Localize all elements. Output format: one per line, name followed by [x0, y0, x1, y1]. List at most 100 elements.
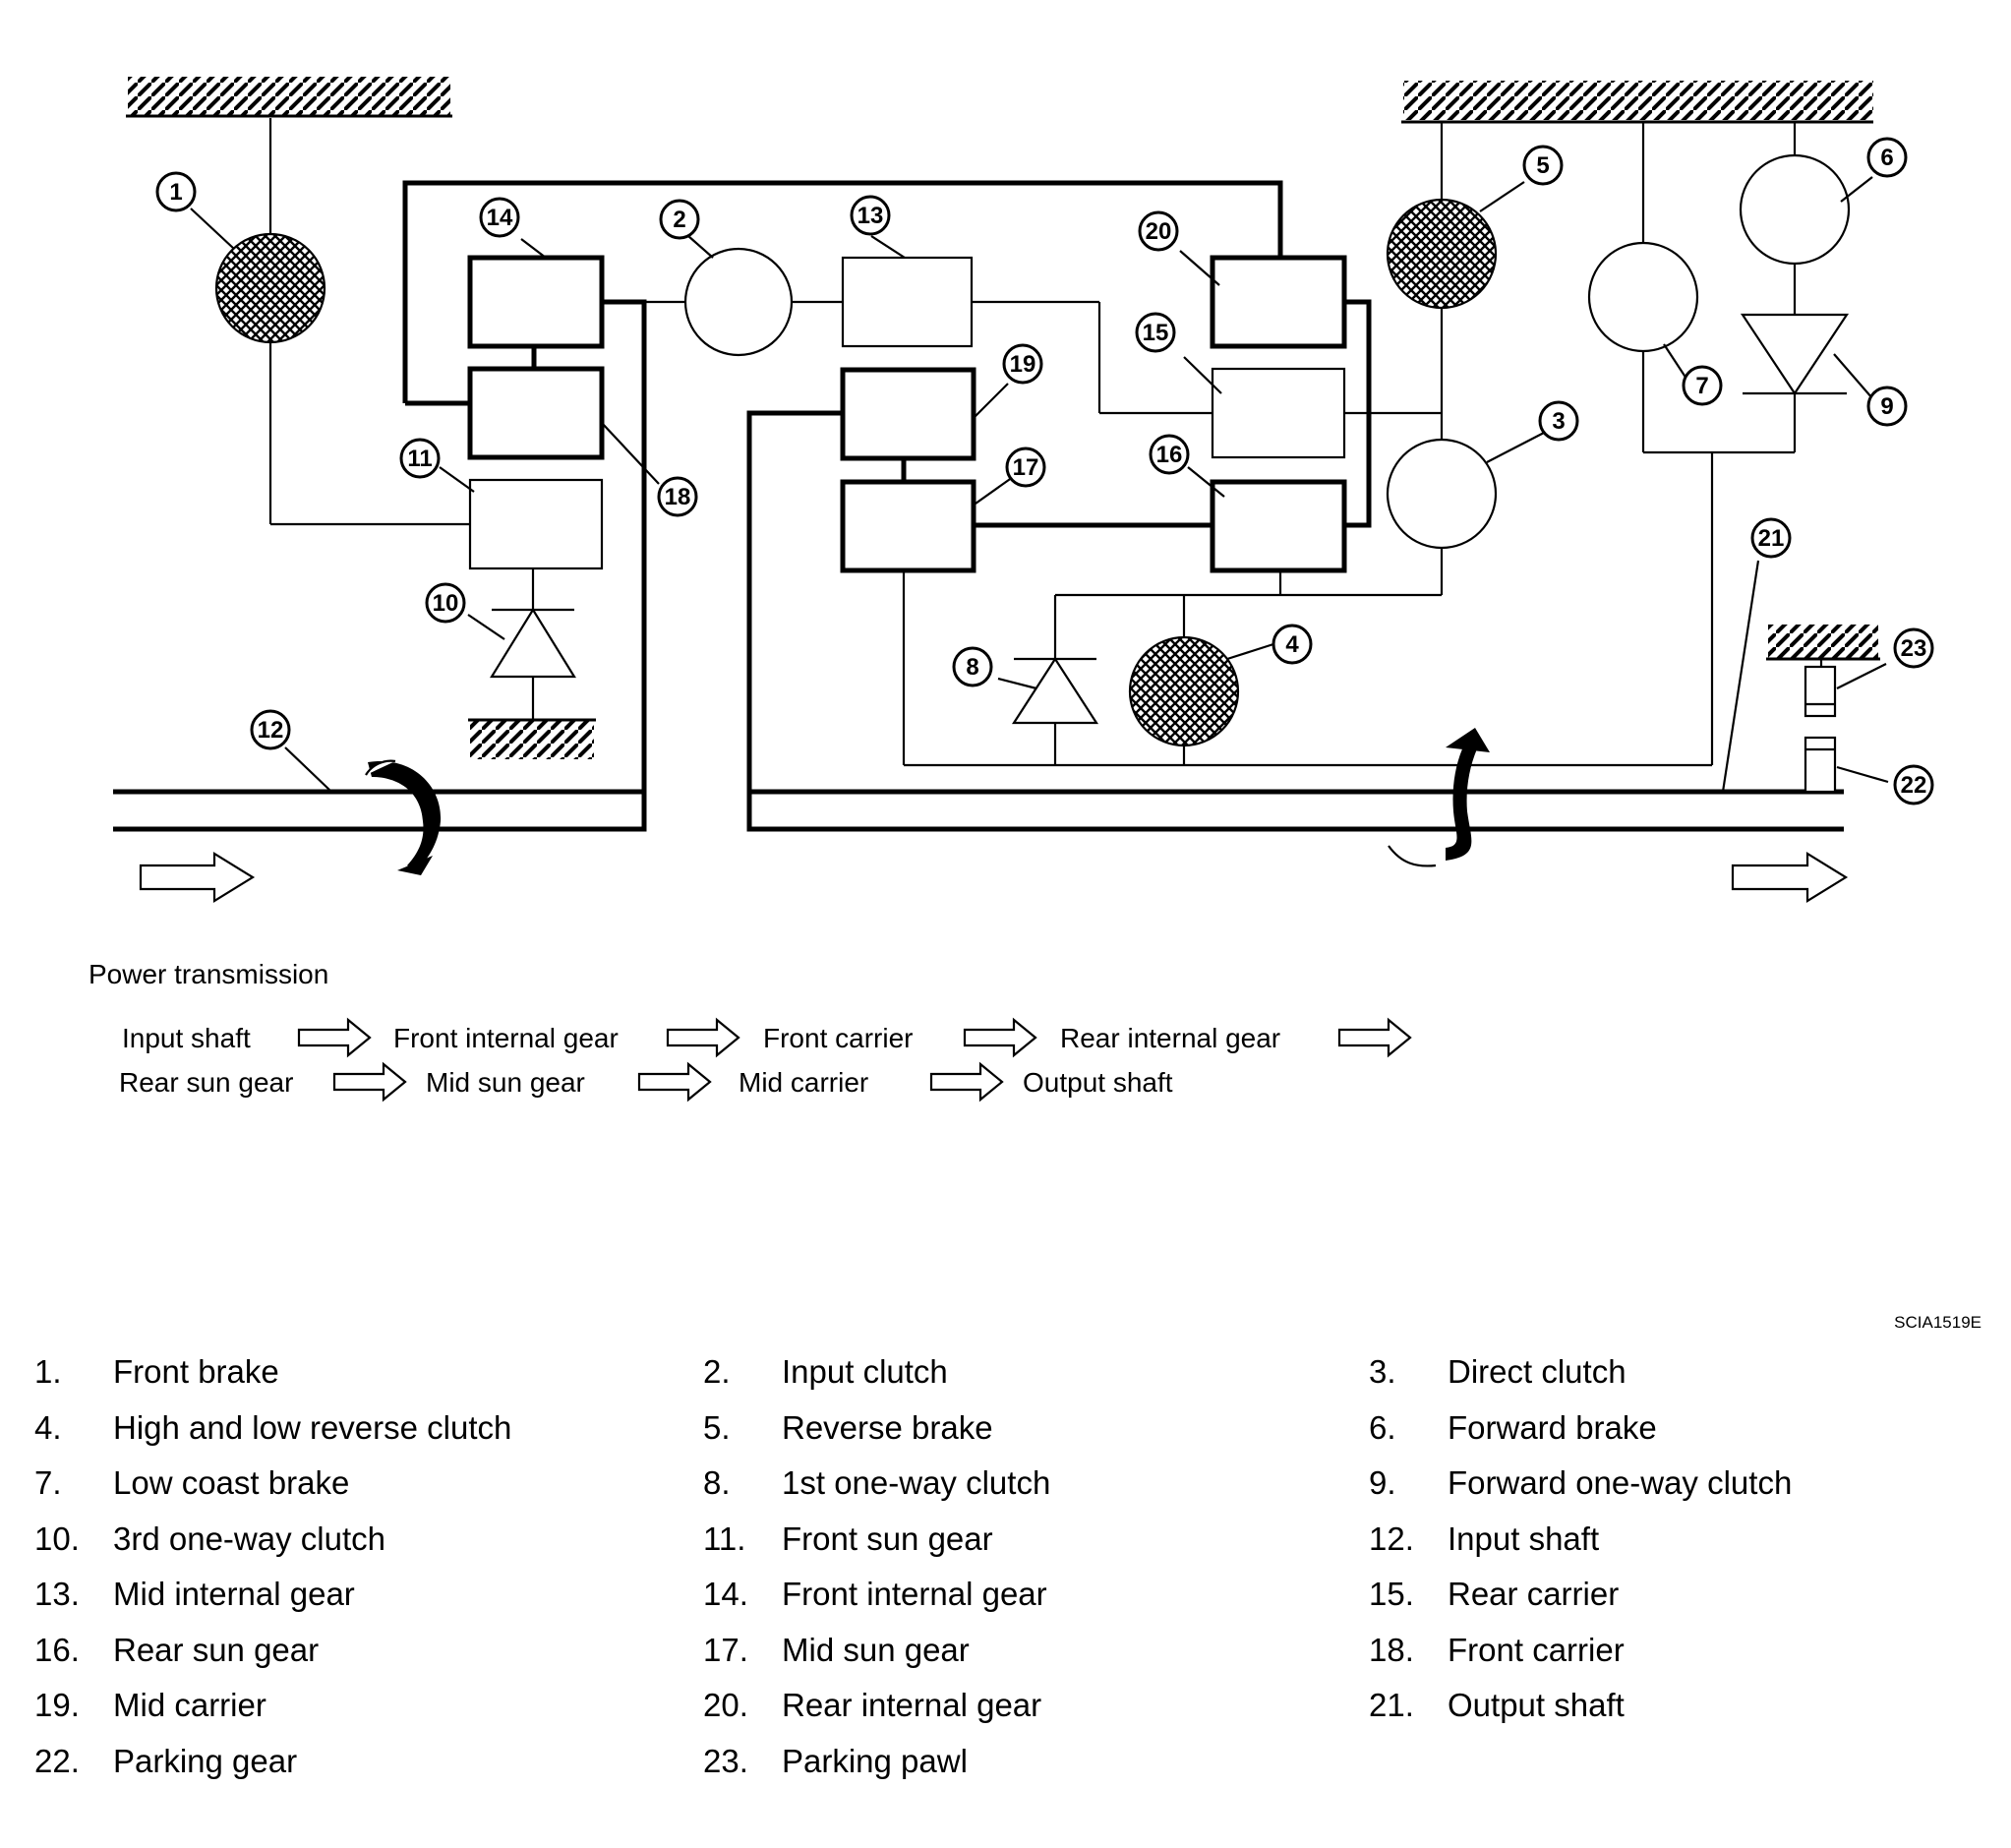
callout-number: 17 [1013, 454, 1039, 481]
callout-number: 21 [1758, 525, 1785, 552]
input-direction-arrow-icon [139, 852, 256, 903]
callout-11: 11 [399, 438, 441, 479]
legend-number: 9. [1369, 1464, 1396, 1501]
legend-item: 8. 1st one-way clutch [703, 1463, 1050, 1503]
legend-item: 15. Rear carrier [1369, 1575, 1619, 1614]
legend-item: 22.Parking gear [34, 1742, 297, 1781]
callout-2: 2 [659, 199, 700, 240]
flow-step: Input shaft [122, 1023, 251, 1053]
box-rear-internal-gear [1210, 255, 1347, 349]
3rd-one-way-clutch-symbol [490, 607, 576, 679]
legend-label: Forward brake [1448, 1408, 1657, 1446]
legend-item: 6. Forward brake [1369, 1408, 1657, 1448]
callout-number: 16 [1156, 442, 1183, 468]
legend-number: 6. [1369, 1408, 1396, 1446]
legend-number: 2. [703, 1353, 731, 1390]
legend-item: 11. Front sun gear [703, 1520, 993, 1559]
callout-18: 18 [657, 476, 698, 517]
ground-hatch-one-way [468, 718, 596, 759]
legend-label: Parking gear [113, 1742, 298, 1779]
low-coast-brake-symbol [1587, 241, 1699, 353]
legend-number: 16. [34, 1631, 80, 1668]
legend-label: Reverse brake [782, 1408, 993, 1446]
input-rotation-arrow-icon [365, 759, 442, 875]
callout-16: 16 [1149, 434, 1190, 475]
legend-number: 20. [703, 1687, 748, 1723]
box-mid-carrier [840, 367, 976, 461]
flow-step: Mid carrier [739, 1067, 868, 1098]
legend-number: 15. [1369, 1576, 1414, 1612]
legend-label: Direct clutch [1448, 1353, 1627, 1390]
legend-item: 3. Direct clutch [1369, 1352, 1627, 1392]
reverse-brake-symbol [1386, 198, 1498, 310]
flow-step: Rear internal gear [1060, 1023, 1280, 1053]
legend-label: Output shaft [1448, 1687, 1625, 1723]
direct-clutch-symbol [1386, 438, 1498, 550]
legend-label: Mid internal gear [113, 1576, 355, 1612]
callout-15: 15 [1135, 312, 1176, 353]
callout-leaders [190, 176, 1889, 791]
box-front-carrier [467, 366, 605, 460]
legend-item: 12. Input shaft [1369, 1520, 1599, 1559]
flow-arrow-icon [929, 1061, 1004, 1103]
legend-item: 7.Low coast brake [34, 1463, 349, 1503]
legend-item: 13. Mid internal gear [34, 1575, 355, 1614]
callout-20: 20 [1138, 210, 1179, 252]
legend-label: Front internal gear [782, 1576, 1047, 1612]
legend-number: 17. [703, 1631, 748, 1668]
flow-arrow-icon [666, 1017, 740, 1058]
legend-number: 11. [703, 1520, 746, 1557]
legend-number: 3. [1369, 1353, 1396, 1390]
callout-number: 2 [673, 207, 685, 233]
legend-number: 13. [34, 1576, 80, 1612]
legend-item: 9.Forward one-way clutch [1369, 1463, 1792, 1503]
callout-12: 12 [250, 709, 291, 750]
flow-step: Output shaft [1023, 1067, 1173, 1098]
ground-hatch-right [1401, 81, 1873, 124]
box-rear-carrier [1211, 367, 1346, 459]
callout-number: 18 [665, 484, 691, 510]
legend-number: 7. [34, 1464, 62, 1501]
legend-item: 2.Input clutch [703, 1352, 948, 1392]
legend-number: 4. [34, 1408, 62, 1446]
callout-4: 4 [1272, 624, 1313, 665]
legend-number: 12. [1369, 1520, 1414, 1557]
callout-8: 8 [952, 646, 993, 687]
legend-label: 1st one-way clutch [782, 1464, 1051, 1501]
callout-5: 5 [1522, 145, 1564, 186]
legend-number: 23. [703, 1742, 748, 1779]
callout-22: 22 [1893, 764, 1934, 805]
legend-label: Front sun gear [782, 1520, 993, 1557]
callout-9: 9 [1866, 386, 1908, 427]
legend-item: 14. Front internal gear [703, 1575, 1047, 1614]
callout-3: 3 [1538, 400, 1579, 442]
input-clutch-symbol [683, 247, 794, 357]
legend-label: Input shaft [1448, 1520, 1600, 1557]
flow-arrow-icon [332, 1061, 407, 1103]
power-transmission-title: Power transmission [89, 959, 328, 989]
box-front-sun-gear [468, 478, 604, 570]
output-rotation-arrow-icon [1388, 728, 1490, 867]
legend-label: 3rd one-way clutch [113, 1520, 385, 1557]
callout-17: 17 [1005, 447, 1046, 488]
box-mid-sun-gear [840, 479, 976, 573]
box-front-internal-gear [467, 255, 605, 349]
flow-arrow-icon [963, 1017, 1037, 1058]
legend-label: Rear carrier [1448, 1576, 1620, 1612]
legend-number: 8. [703, 1464, 731, 1501]
callout-7: 7 [1682, 365, 1723, 406]
front-brake-symbol [214, 232, 326, 344]
legend-number: 14. [703, 1576, 748, 1612]
legend-item: 23.Parking pawl [703, 1742, 968, 1781]
callout-number: 23 [1901, 635, 1927, 662]
legend-item: 21.Output shaft [1369, 1686, 1625, 1725]
callout-19: 19 [1002, 343, 1043, 385]
thin-links [268, 118, 1823, 793]
callout-10: 10 [425, 582, 466, 624]
box-rear-sun-gear [1210, 479, 1347, 573]
callout-14: 14 [479, 197, 520, 238]
